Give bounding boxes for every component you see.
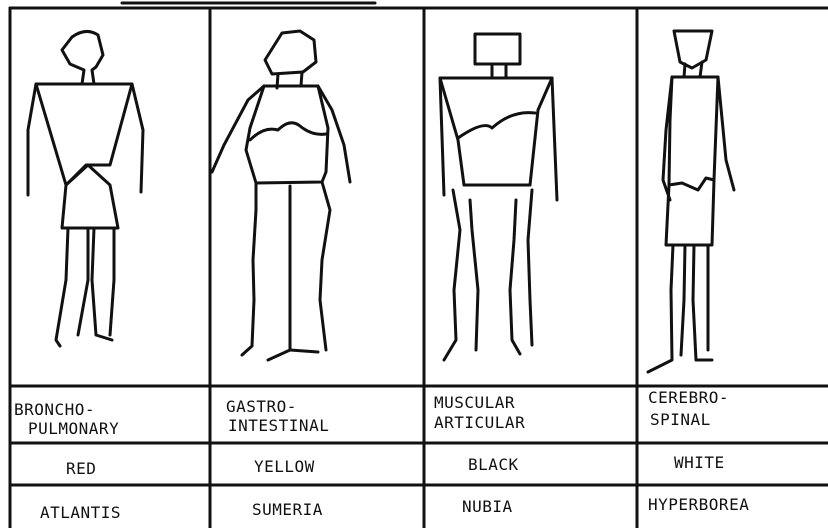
- column-2-region: SUMERIA: [252, 500, 323, 520]
- column-1-name-line-1: BRONCHO-: [14, 400, 95, 420]
- column-2-name-line-2: INTESTINAL: [228, 416, 329, 436]
- column-2-color: YELLOW: [254, 457, 315, 477]
- column-1-name-line-2: PULMONARY: [28, 419, 119, 439]
- column-3-name-line-1: MUSCULAR: [434, 393, 515, 413]
- column-1-color: RED: [66, 459, 96, 479]
- cerebro-spinal-figure: [648, 31, 734, 372]
- column-4-name-line-2: SPINAL: [650, 410, 711, 430]
- column-1-region: ATLANTIS: [40, 503, 121, 523]
- broncho-pulmonary-figure: [28, 31, 143, 346]
- column-3-region: NUBIA: [462, 497, 513, 517]
- muscular-articular-figure: [440, 34, 557, 360]
- column-4-color: WHITE: [674, 453, 725, 473]
- column-2-name-line-1: GASTRO-: [226, 397, 297, 417]
- column-4-region: HYPERBOREA: [648, 495, 749, 515]
- gastro-intestinal-figure: [212, 31, 350, 360]
- column-3-color: BLACK: [468, 455, 519, 475]
- column-4-name-line-1: CEREBRO-: [648, 388, 729, 408]
- column-3-name-line-2: ARTICULAR: [434, 413, 525, 433]
